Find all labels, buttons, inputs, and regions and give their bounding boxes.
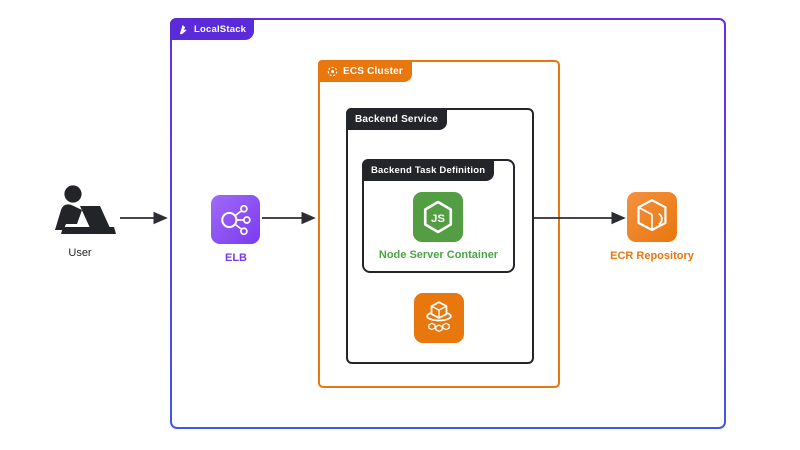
ecs-cluster-badge-label: ECS Cluster — [343, 65, 403, 77]
user-icon — [55, 185, 116, 234]
backend-task-definition-badge: Backend Task Definition — [362, 159, 495, 181]
elb-label: ELB — [225, 252, 247, 264]
ecs-cluster-badge: ECS Cluster — [318, 60, 412, 82]
backend-service-label: Backend Service — [355, 113, 439, 125]
localstack-badge-label: LocalStack — [194, 23, 247, 35]
localstack-badge: LocalStack — [170, 18, 255, 40]
backend-service-badge: Backend Service — [346, 108, 448, 130]
ecr-repository-icon — [627, 192, 677, 242]
svg-text:JS: JS — [431, 213, 445, 225]
user-label: User — [68, 247, 92, 259]
ecs-service-icon — [414, 293, 464, 343]
localstack-logo-icon — [179, 24, 187, 34]
elb-icon — [211, 195, 260, 244]
ecr-repository-label: ECR Repository — [610, 250, 694, 262]
node-server-container-label: Node Server Container — [378, 249, 499, 261]
backend-task-definition-label: Backend Task Definition — [371, 164, 486, 176]
ecs-cluster-icon — [327, 66, 338, 76]
nodejs-icon: JS — [413, 192, 463, 242]
